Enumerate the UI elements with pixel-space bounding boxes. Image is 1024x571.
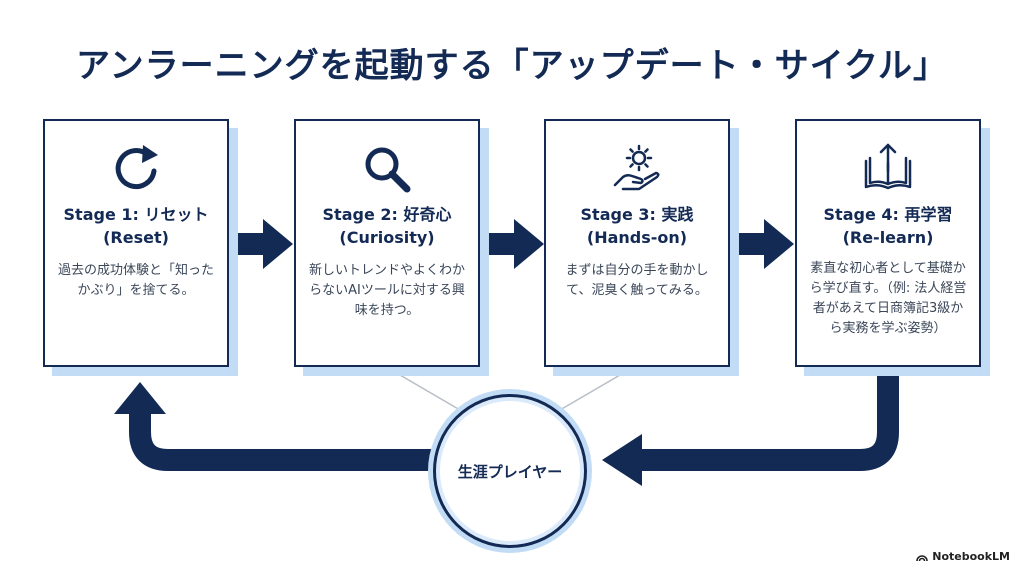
stage-4-title-line1: Stage 4: 再学習: [823, 205, 953, 224]
book-upload-icon: [864, 143, 912, 190]
stage-2-title-line2: (Curiosity): [339, 228, 435, 247]
arrow-stage2-to-stage3: [481, 219, 544, 269]
stage-2-title-line1: Stage 2: 好奇心: [322, 205, 452, 224]
stage-4-title: Stage 4: 再学習 (Re-learn): [797, 203, 979, 249]
connector-line-stage3: [559, 367, 633, 411]
brand-label: NotebookLM: [932, 550, 1010, 563]
magnifier-icon: [365, 147, 411, 193]
stage-3-title: Stage 3: 実践 (Hands-on): [546, 203, 728, 249]
arrow-stage1-to-stage2: [230, 219, 293, 269]
stage-4-description: 素直な初心者として基礎から学び直す。（例: 法人経営者があえて日商簿記3級から実…: [809, 261, 967, 336]
refresh-icon: [115, 145, 158, 190]
stage-card-4: Stage 4: 再学習 (Re-learn) 素直な初心者として基礎から学び直…: [795, 119, 981, 367]
stage-card-3: Stage 3: 実践 (Hands-on) まずは自分の手を動かして、泥臭く触…: [544, 119, 730, 367]
stage-1-title-line2: (Reset): [103, 228, 169, 247]
return-arrowhead-to-stage1: [114, 382, 166, 414]
stage-card-2: Stage 2: 好奇心 (Curiosity) 新しいトレンドやよくわからない…: [294, 119, 480, 367]
stage-1-title: Stage 1: リセット (Reset): [45, 203, 227, 249]
center-label: 生涯プレイヤー: [457, 462, 563, 481]
stage-3-description: まずは自分の手を動かして、泥臭く触ってみる。: [565, 263, 709, 298]
return-path-right: [640, 370, 899, 471]
return-path-left: [129, 412, 433, 471]
return-arrowhead-into-circle: [602, 434, 642, 486]
stage-3-title-line1: Stage 3: 実践: [580, 205, 694, 224]
stage-1-description: 過去の成功体験と「知ったかぶり」を捨てる。: [57, 263, 214, 298]
stage-2-description: 新しいトレンドやよくわからないAIツールに対する興味を持つ。: [308, 263, 465, 318]
stage-3-title-line2: (Hands-on): [586, 228, 688, 247]
page-title: アンラーニングを起動する「アップデート・サイクル」: [76, 46, 948, 86]
hand-gear-icon: [613, 144, 660, 191]
notebooklm-logo-icon: [916, 554, 929, 561]
lifelong-player-circle: 生涯プレイヤー: [433, 394, 587, 548]
connector-line-stage2: [387, 367, 461, 411]
stage-2-title: Stage 2: 好奇心 (Curiosity): [296, 203, 478, 249]
stage-4-title-line2: (Re-learn): [842, 228, 934, 247]
stage-card-1: Stage 1: リセット (Reset) 過去の成功体験と「知ったかぶり」を捨…: [43, 119, 229, 367]
stage-1-title-line1: Stage 1: リセット: [63, 205, 209, 224]
brand-mark: NotebookLM: [916, 550, 1010, 563]
arrow-stage3-to-stage4: [731, 219, 794, 269]
